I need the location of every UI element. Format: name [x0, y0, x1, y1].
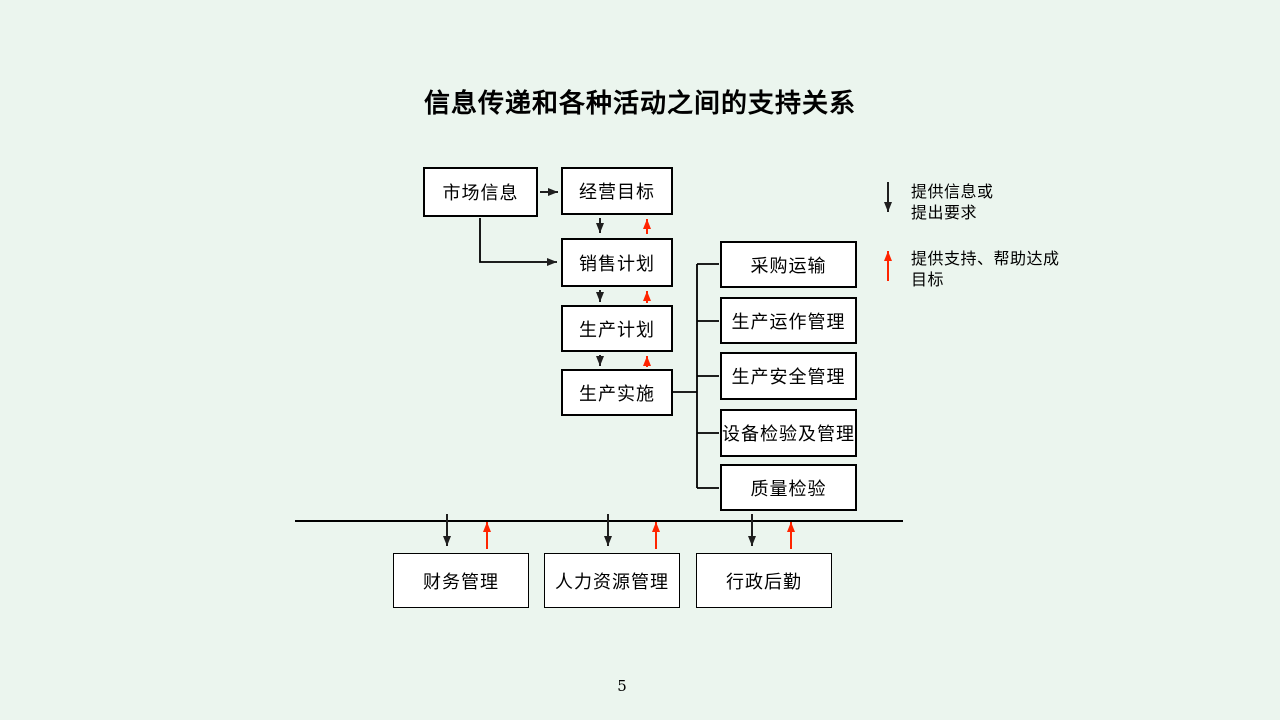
- box-production-operations: 生产运作管理: [720, 297, 857, 344]
- box-human-resources: 人力资源管理: [544, 553, 680, 608]
- line-market-to-sales: [479, 218, 557, 266]
- legend-down-label: 提供信息或 提出要求: [911, 181, 994, 223]
- legend-up-line1: 提供支持、帮助达成: [911, 249, 1060, 268]
- page-number: 5: [617, 677, 627, 695]
- box-finance: 财务管理: [393, 553, 529, 608]
- box-procurement-transport: 采购运输: [720, 241, 857, 288]
- box-production-impl: 生产实施: [561, 369, 673, 416]
- legend-down-line2: 提出要求: [911, 203, 978, 222]
- box-quality-inspection: 质量检验: [720, 464, 857, 511]
- box-sales-plan: 销售计划: [561, 238, 673, 287]
- box-production-safety: 生产安全管理: [720, 352, 857, 400]
- page-title: 信息传递和各种活动之间的支持关系: [423, 89, 856, 119]
- box-production-plan: 生产计划: [561, 305, 673, 352]
- legend-down-line1: 提供信息或: [911, 182, 994, 201]
- box-admin-logistics: 行政后勤: [696, 553, 832, 608]
- box-market-info: 市场信息: [423, 167, 538, 217]
- box-business-goal: 经营目标: [561, 167, 673, 215]
- legend-up-line2: 目标: [911, 270, 945, 289]
- box-equipment-inspection: 设备检验及管理: [720, 409, 857, 457]
- legend-up-label: 提供支持、帮助达成 目标: [911, 248, 1060, 290]
